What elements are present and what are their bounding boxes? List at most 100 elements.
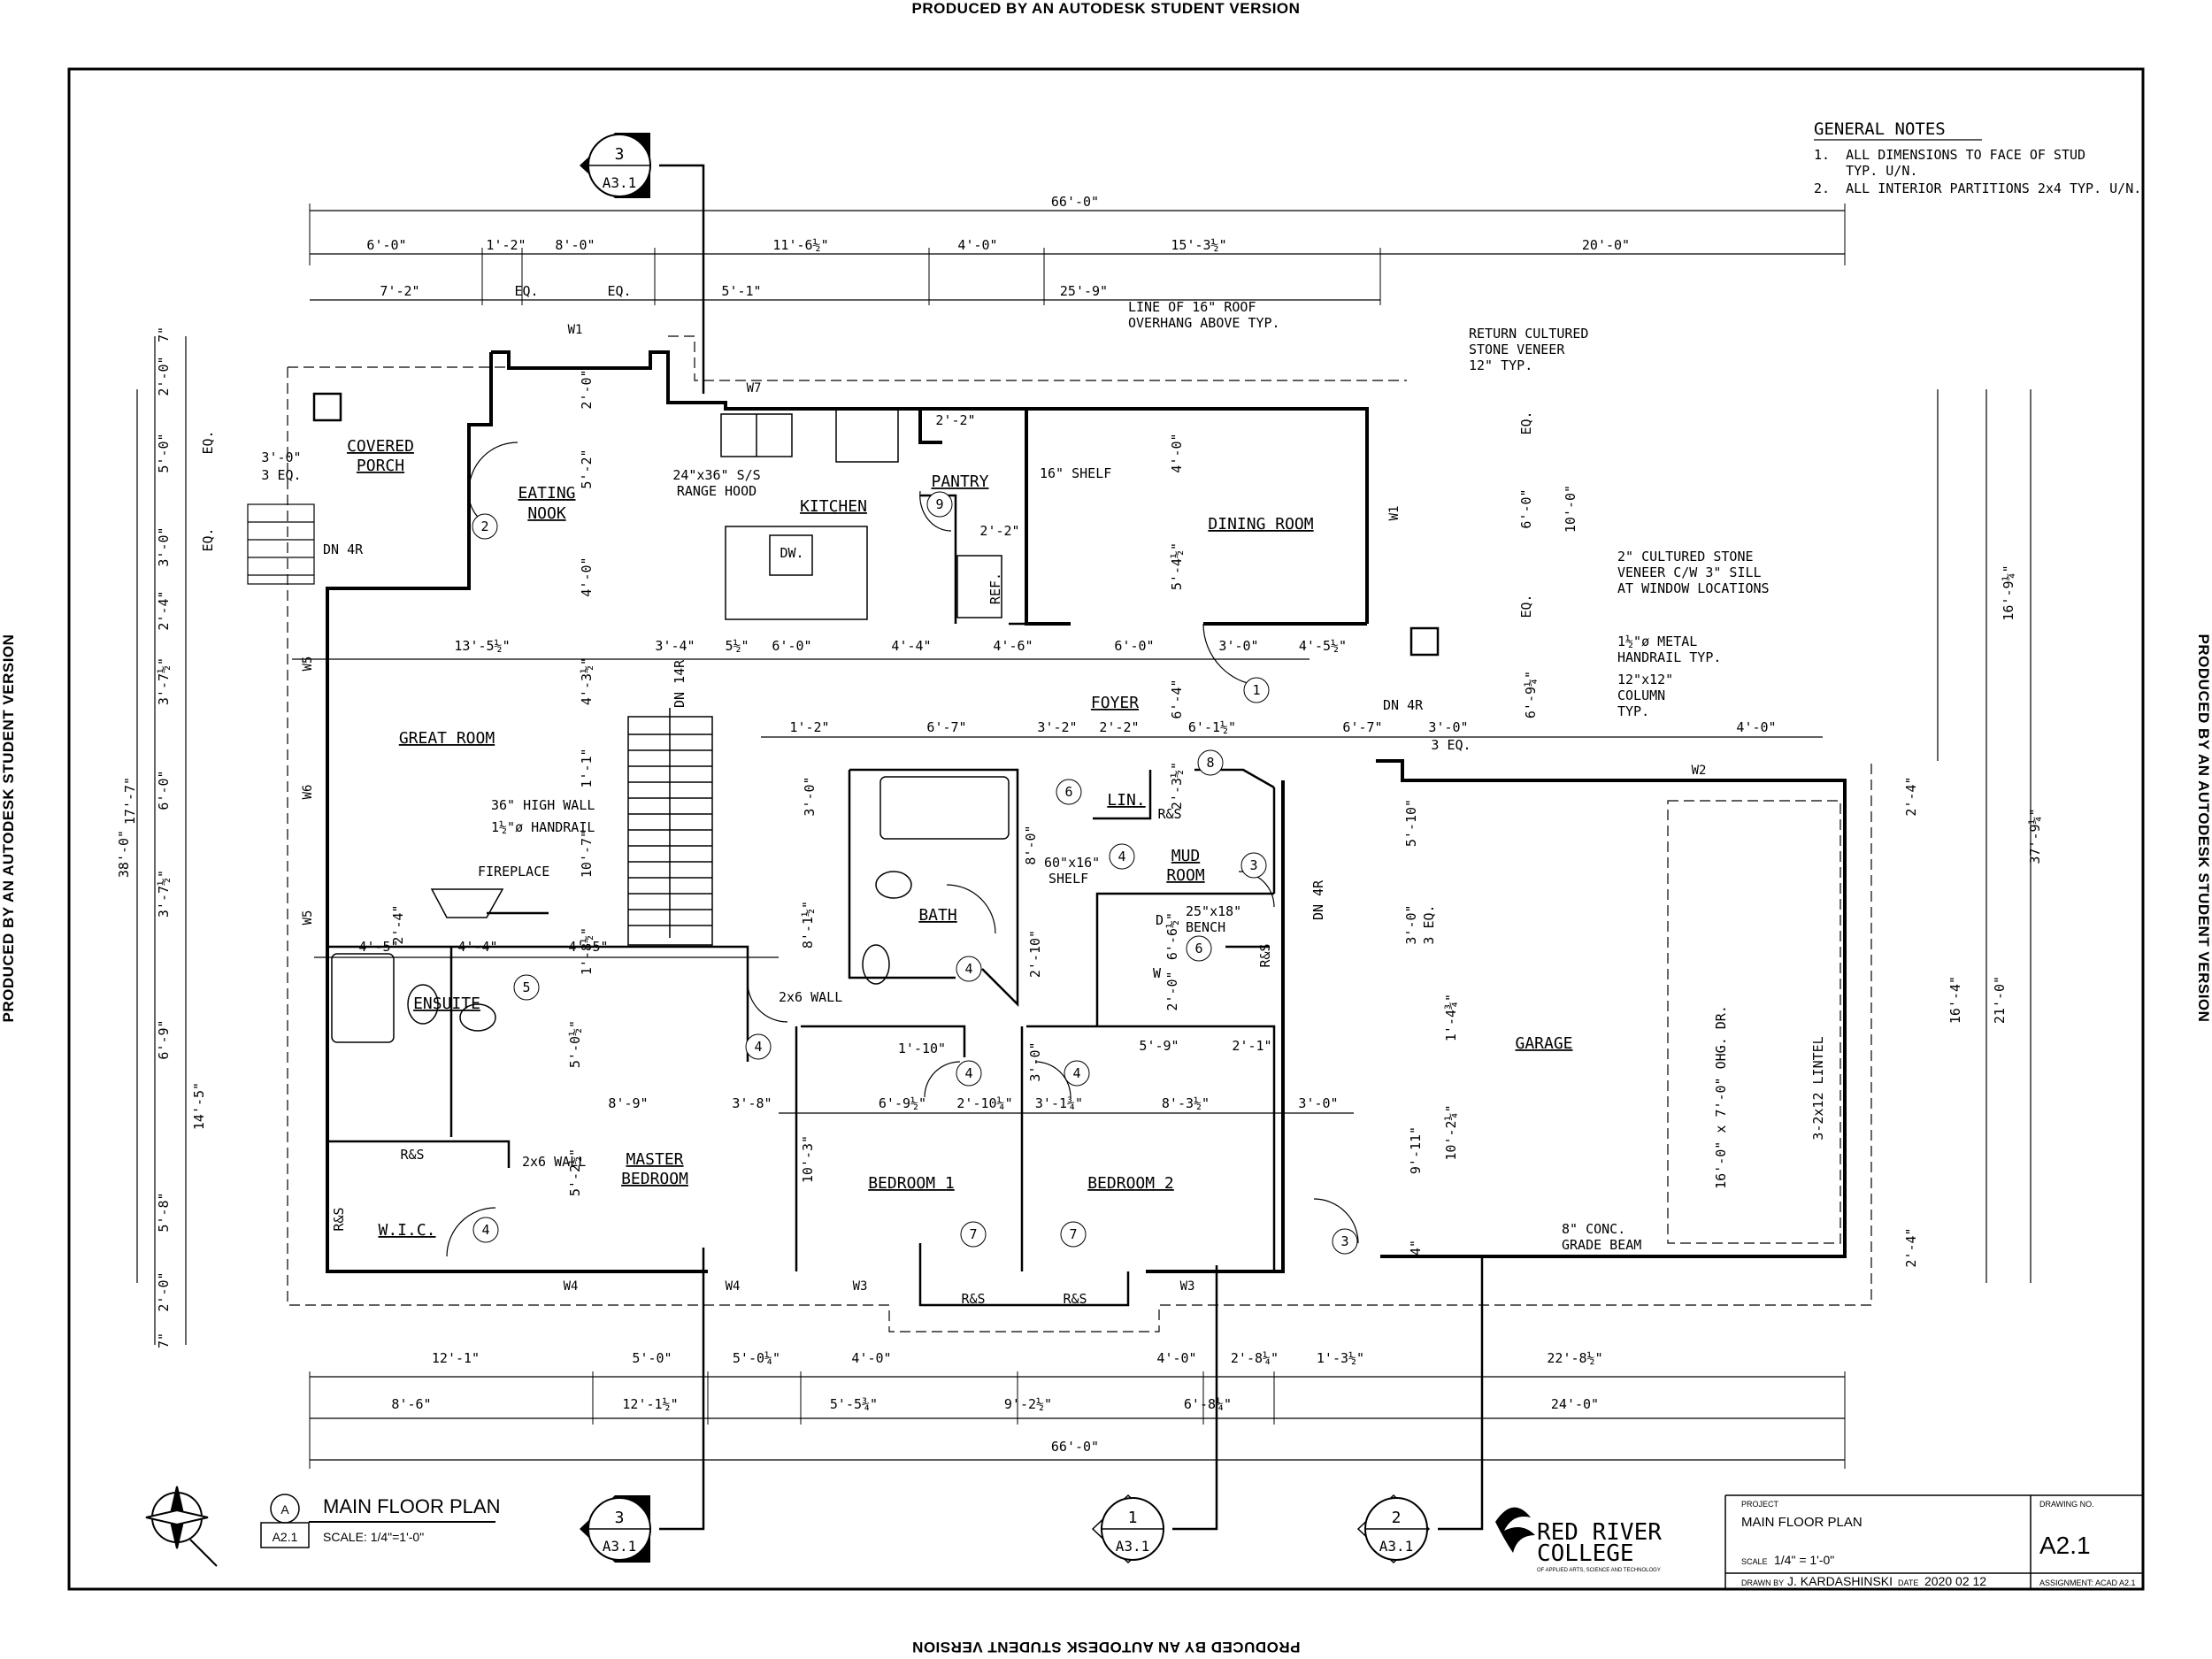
dims-interior-misc: 3'-0" 3 EQ. 2'-0" 5'-2" 4'-0" 4'-3½" 1'-…	[261, 369, 1459, 1256]
section-marker-top-3: 3 A3.1	[580, 133, 651, 198]
plan-label: 3'-0"	[802, 776, 818, 816]
plan-label: 7"	[156, 326, 172, 342]
plan-label: 4	[1118, 849, 1125, 864]
plan-label: 17'-7"	[122, 777, 138, 825]
room-mud-2: ROOM	[1166, 866, 1205, 885]
plan-label: 2'-1"	[1232, 1038, 1271, 1054]
plan-label: W3	[1180, 1279, 1195, 1294]
dimension-lines	[136, 210, 2032, 1461]
dimension-ticks	[309, 204, 1846, 1469]
plan-label: 8'-1½"	[800, 901, 816, 949]
plan-label: 3'-0"	[1027, 1041, 1043, 1081]
plan-label: 3'-0"	[1218, 638, 1258, 654]
plan-label: 5'-0"	[156, 433, 172, 472]
dims-interior-fireplace: 4'-5" 4'-4" 4'-5"	[358, 939, 608, 955]
room-ensuite: ENSUITE	[413, 995, 480, 1013]
dim-bot-r1-6: 1'-3½"	[1317, 1350, 1364, 1366]
kitchen-fixtures	[720, 408, 1002, 620]
room-bedroom2: BEDROOM 2	[1087, 1174, 1174, 1193]
plan-label: R&S	[961, 1291, 985, 1307]
plan-label: 2'-2"	[979, 523, 1019, 539]
plan-label: 5'-8"	[156, 1192, 172, 1232]
dim-top-r2-1: 1'-2"	[486, 237, 526, 253]
view-letter: A	[280, 1502, 289, 1517]
date-value: 2020 02 12	[1924, 1574, 1986, 1588]
door-tags: 1 2 3 3 4 4 4 4 4 4 5 6 6 7 7 8 9	[472, 491, 1358, 1255]
plan-label: EQ.	[1518, 411, 1534, 434]
plan-label: 6'-0"	[1114, 638, 1154, 654]
plan-label: 2'-4"	[1903, 776, 1919, 816]
plan-label: 6'-4"	[1169, 679, 1185, 718]
plan-label: LINE OF 16" ROOF	[1128, 299, 1256, 315]
plan-label: OVERHANG ABOVE TYP.	[1128, 315, 1280, 331]
dim-top-r3-4: 25'-9"	[1060, 283, 1108, 299]
room-wic: W.I.C.	[378, 1221, 435, 1240]
plan-label: DW.	[780, 545, 803, 561]
college-sub: OF APPLIED ARTS, SCIENCE AND TECHNOLOGY	[1537, 1568, 1661, 1573]
plan-label: 6'-0"	[1518, 488, 1534, 528]
date-label: DATE	[1898, 1578, 1918, 1587]
plan-label: 1'-1"	[579, 748, 595, 787]
plan-label: 8" CONC.	[1562, 1221, 1625, 1237]
general-note-1: 1. ALL DIMENSIONS TO FACE OF STUD	[1814, 147, 2085, 163]
porch-steps	[247, 392, 1440, 657]
plan-label: 4'-6"	[993, 638, 1033, 654]
general-note-1b: TYP. U/N.	[1814, 163, 1917, 179]
plan-label: 1'-10"	[898, 1041, 946, 1056]
plan-label: 5'-4½"	[1169, 542, 1185, 590]
plan-label: 10'-7"	[579, 830, 595, 878]
plan-label: 4"	[1408, 1240, 1424, 1256]
plan-label: SHELF	[1048, 871, 1088, 887]
general-notes-title: GENERAL NOTES	[1814, 119, 1946, 139]
room-garage: GARAGE	[1515, 1034, 1572, 1053]
plan-label: A3.1	[603, 1538, 637, 1555]
plan-label: 25"x18"	[1186, 903, 1241, 919]
plan-label: 2'-0"	[156, 1271, 172, 1311]
dim-bot-r1-7: 22'-8½"	[1547, 1350, 1602, 1366]
plan-label: 1	[1128, 1509, 1138, 1527]
plan-label: 7	[1069, 1226, 1077, 1242]
plan-label: STONE VENEER	[1469, 342, 1565, 357]
plan-label: 4'-0"	[579, 557, 595, 596]
bath-fixtures	[331, 776, 1010, 1043]
dim-top-r2-6: 20'-0"	[1582, 237, 1630, 253]
plan-label: W	[1153, 965, 1162, 981]
plan-label: 2	[1392, 1509, 1402, 1527]
plan-label: 1	[1252, 682, 1260, 698]
plan-label: 2'-10¼"	[956, 1095, 1012, 1111]
dashed-outlines	[287, 335, 1872, 1333]
plan-label: 1'-4¾"	[1443, 994, 1459, 1041]
plan-label: 1½"ø METAL	[1617, 634, 1697, 649]
plan-label: RANGE HOOD	[677, 483, 757, 499]
project-label: PROJECT	[1741, 1500, 1779, 1509]
plan-label: 4'-4"	[891, 638, 931, 654]
plan-label: 2x6 WALL	[522, 1154, 586, 1170]
plan-label: 8'-0"	[1023, 825, 1039, 864]
scale-label: SCALE	[1741, 1557, 1768, 1566]
plan-label: 3	[1340, 1233, 1348, 1249]
plan-label: FIREPLACE	[478, 864, 549, 879]
plan-label: 6'-0"	[772, 638, 811, 654]
plan-label: 21'-0"	[1992, 976, 2008, 1024]
view-title: MAIN FLOOR PLAN	[323, 1495, 500, 1517]
dim-top-r3-0: 7'-2"	[380, 283, 419, 299]
dim-bot-r1-2: 5'-0¼"	[733, 1350, 780, 1366]
section-marker-2: 2 A3.1	[1356, 1494, 1431, 1564]
plan-label: 3'-1¾"	[1035, 1095, 1083, 1111]
plan-label: 3'-2"	[1037, 719, 1077, 735]
plan-label: 36" HIGH WALL	[491, 797, 595, 813]
plan-label: VENEER C/W 3" SILL	[1617, 565, 1762, 580]
scale-value: 1/4" = 1'-0"	[1774, 1553, 1834, 1567]
plan-label: 3'-7½"	[156, 870, 172, 918]
plan-label: 3-2x12 LINTEL	[1810, 1036, 1826, 1140]
plan-label: 5½"	[725, 638, 749, 654]
plan-label: 4'-5"	[568, 939, 608, 955]
interior-walls	[327, 494, 1276, 1307]
general-note-2: 2. ALL INTERIOR PARTITIONS 2x4 TYP. U/N.	[1814, 180, 2141, 196]
plan-label: RETURN CULTURED	[1469, 326, 1588, 342]
plan-label: 5'-0½"	[567, 1020, 583, 1068]
section-marker-1: 1 A3.1	[1091, 1494, 1165, 1564]
plan-label: 7"	[156, 1333, 172, 1348]
plan-label: 3	[615, 145, 625, 164]
